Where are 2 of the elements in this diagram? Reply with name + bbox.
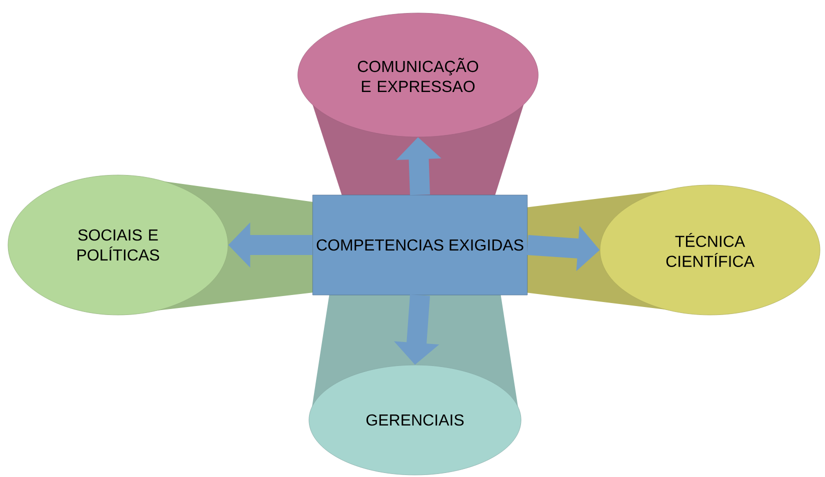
node-label: COMUNICAÇÃO	[358, 58, 478, 76]
center-box: COMPETENCIAS EXIGIDAS	[312, 194, 528, 296]
